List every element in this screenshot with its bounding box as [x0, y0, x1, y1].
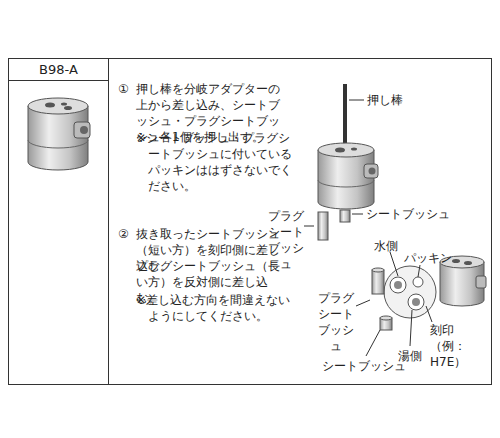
adapter-picture	[28, 98, 90, 170]
instruction-text: ②	[118, 226, 134, 242]
part-label: プラグ シート ブッシュ	[268, 208, 304, 272]
plug-seat-bushing	[372, 268, 384, 294]
adapter-picture	[318, 143, 378, 209]
seat-bushing	[340, 210, 350, 222]
model-code: B98-A	[39, 62, 78, 77]
table-frame	[9, 59, 492, 385]
model-header-cell: B98-A	[9, 59, 109, 81]
column-divider	[108, 59, 109, 385]
part-label: プラグ シート ブッシュ	[318, 290, 354, 354]
part-label: パッキン	[404, 250, 464, 266]
leader-line	[352, 214, 363, 215]
part-label: シートブッシュ	[322, 358, 422, 374]
seat-bushing	[380, 316, 392, 330]
instruction-text: ※差し込む方向を間違えないようにしてください。	[136, 292, 302, 324]
part-label: シートブッシュ	[366, 206, 466, 222]
instruction-text: ※シートブッシュ・プラグシートブッシュに付いているパッキンははずさないでください…	[136, 130, 302, 194]
part-label: 押し棒	[367, 92, 427, 108]
instruction-text: ①	[118, 81, 134, 97]
leader-line	[349, 100, 364, 101]
adapter-top-face	[384, 266, 436, 318]
part-label: 刻印 （例：H7E）	[430, 322, 492, 370]
plug-seat-bushing	[318, 212, 328, 240]
leader-line	[356, 252, 432, 356]
leader-line	[304, 226, 314, 227]
